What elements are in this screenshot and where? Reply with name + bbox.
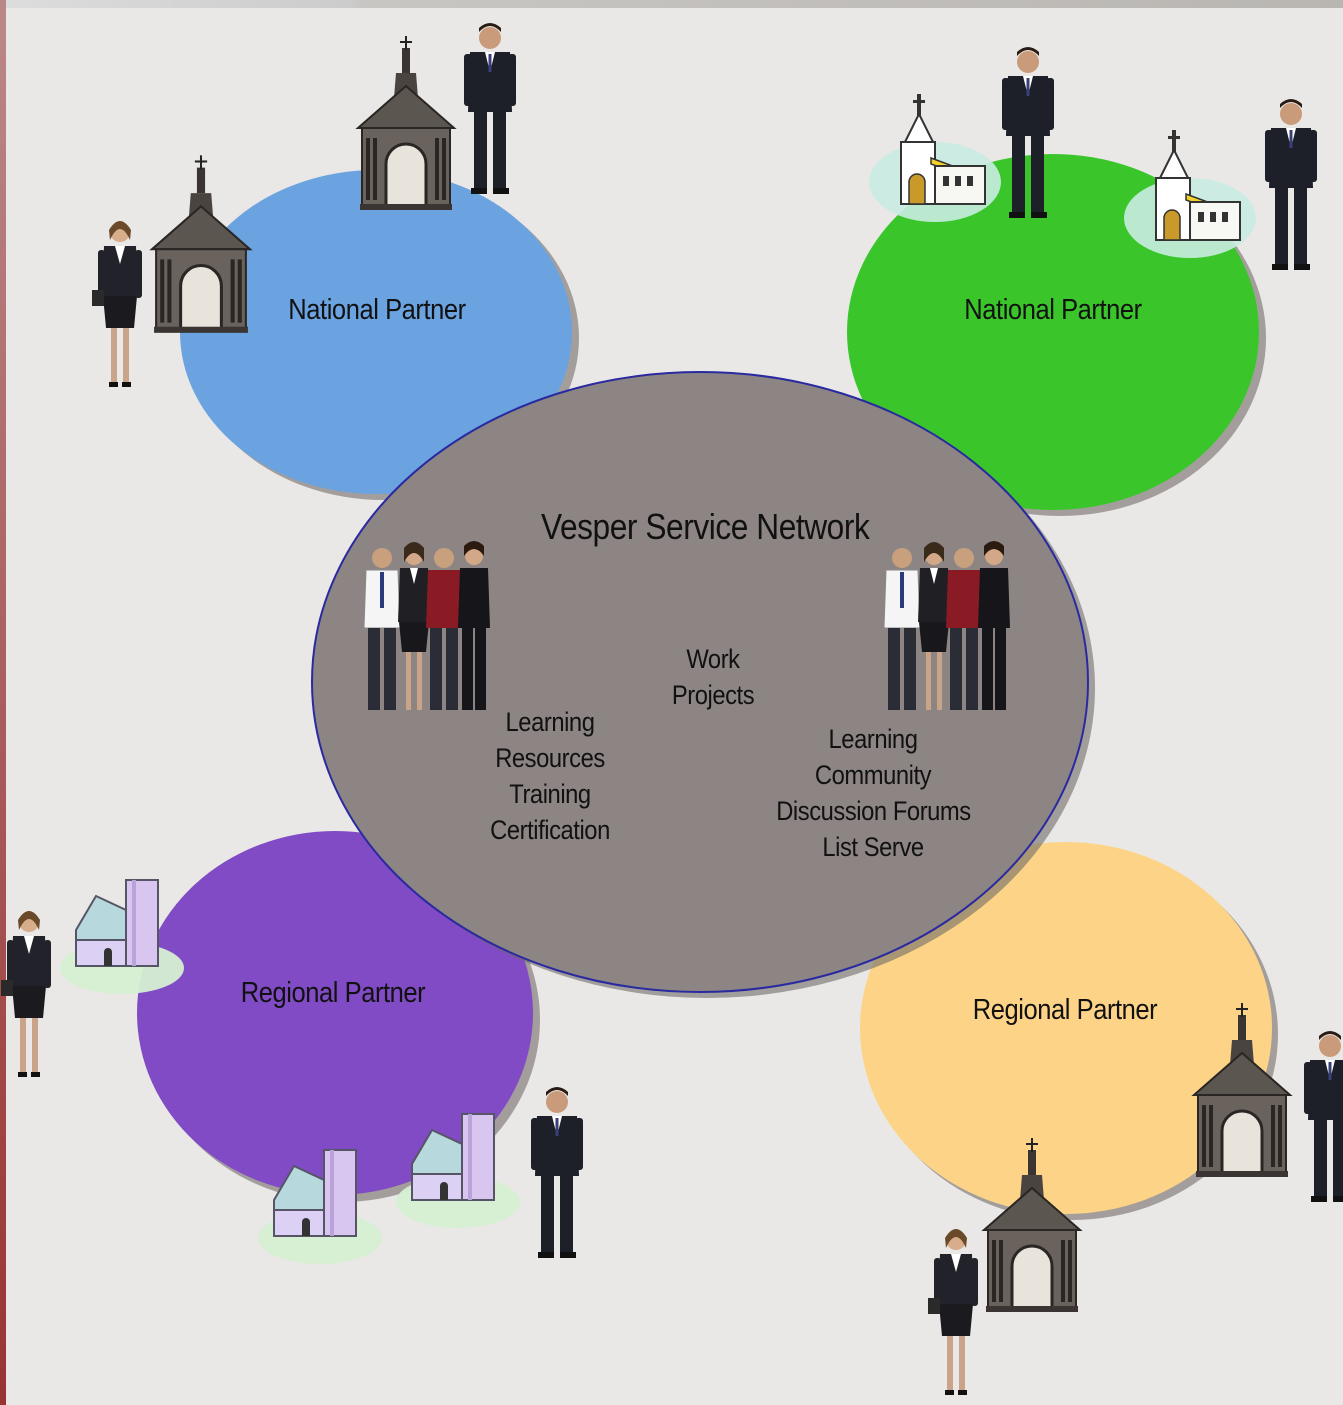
node-fill	[137, 831, 533, 1195]
chapel-icon	[868, 93, 1002, 223]
person-icon	[1265, 99, 1317, 270]
text-line: Projects	[671, 680, 755, 710]
person-icon	[1304, 1031, 1343, 1202]
regional-partner-right-node	[860, 842, 1278, 1220]
chapel-icon	[1123, 129, 1257, 259]
text-line: Learning	[505, 707, 595, 737]
text-line: Learning	[828, 724, 918, 754]
national-partner-left-label: National Partner	[288, 294, 466, 326]
top-frame-bar	[0, 0, 1343, 8]
left-frame-bar	[0, 0, 6, 1405]
learning-resources-text: Learning Resources Training Certificatio…	[480, 704, 621, 848]
national-partner-right-label: National Partner	[964, 294, 1142, 326]
church-icon	[356, 34, 456, 212]
text-line: Discussion Forums	[776, 796, 971, 826]
text-line: Certification	[490, 815, 610, 845]
person-icon	[464, 23, 516, 194]
person-icon	[92, 221, 142, 387]
regional-partner-right-label: Regional Partner	[972, 994, 1158, 1026]
node-fill	[311, 371, 1089, 993]
person-icon	[1, 911, 51, 1077]
node-fill	[860, 842, 1272, 1214]
church-icon	[150, 153, 252, 335]
text-line: Resources	[495, 743, 605, 773]
node-fill	[180, 170, 572, 494]
vesper-service-network-node	[311, 371, 1095, 998]
regional-partner-left-node	[137, 831, 540, 1202]
text-line: Work	[686, 644, 740, 674]
national-partner-left-node	[180, 170, 579, 500]
regional-partner-left-label: Regional Partner	[240, 977, 426, 1009]
work-projects-text: Work Projects	[660, 641, 766, 713]
text-line: Training	[509, 779, 591, 809]
center-title: Vesper Service Network	[541, 506, 870, 547]
learning-community-text: Learning Community Discussion Forums Lis…	[776, 721, 971, 865]
text-line: List Serve	[822, 832, 924, 862]
person-icon	[531, 1087, 583, 1258]
person-icon	[928, 1229, 978, 1395]
text-line: Community	[814, 760, 932, 790]
